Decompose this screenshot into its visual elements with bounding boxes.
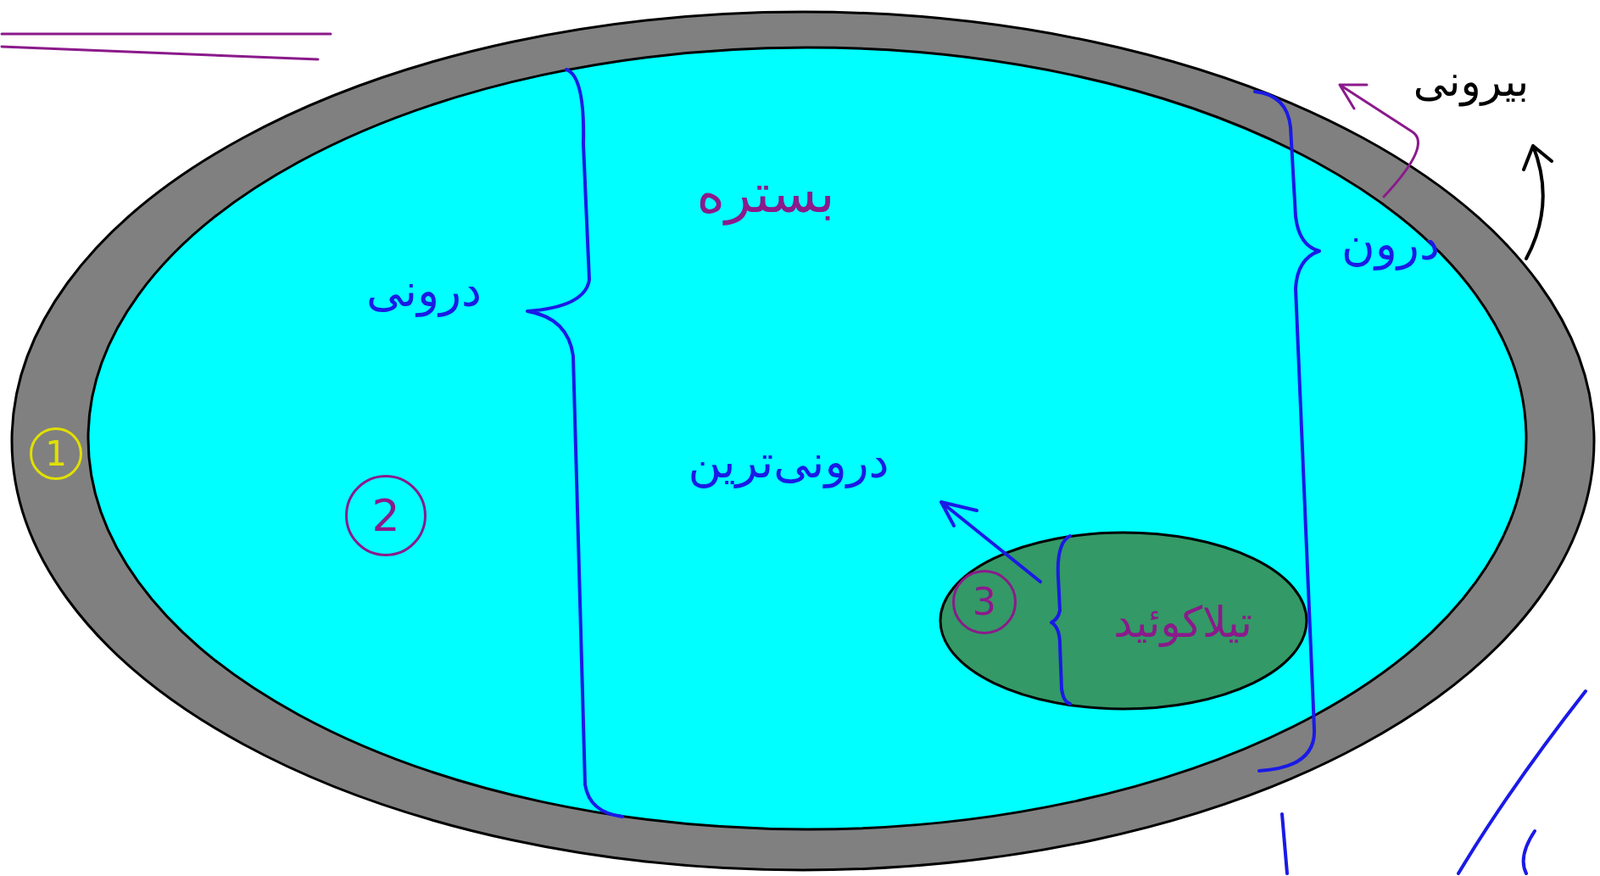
top-left-strokes (1, 33, 331, 60)
callout-number: 3 (952, 569, 1017, 635)
annotation-label: درونی (366, 265, 482, 316)
bottom-right-stroke (1282, 691, 1586, 874)
left-brace (527, 69, 623, 817)
annotation-label: درون (1341, 218, 1440, 269)
annotation-label: درونی‌ترین (687, 436, 889, 487)
right-brace (1254, 91, 1320, 771)
thylakoid: 3 تیلاکوئید (938, 530, 1309, 711)
callout-number: 1 (29, 427, 83, 480)
part-label: تیلاکوئید (1113, 599, 1253, 647)
small-brace (1051, 535, 1071, 704)
annotation-label: بیرونی (1413, 58, 1529, 106)
leader-arrow (941, 501, 1041, 582)
callout-number: 2 (345, 474, 427, 557)
part-label: بستره (696, 163, 835, 223)
outer-arrow (1523, 145, 1552, 259)
purple-arrow (1339, 84, 1419, 197)
